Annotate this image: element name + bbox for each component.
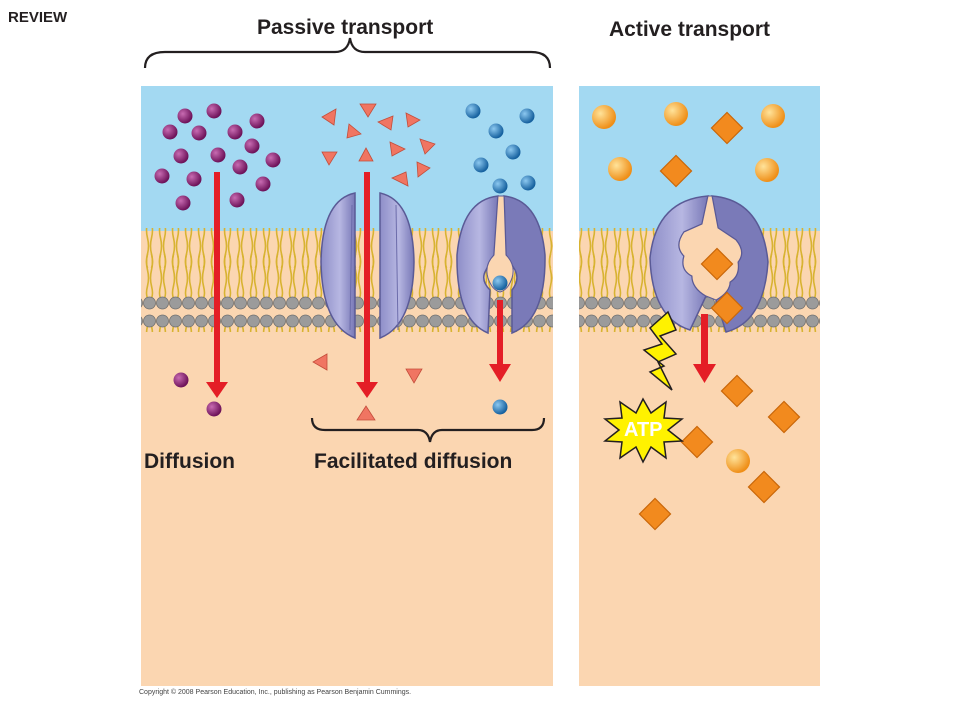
- pump-arrow: [693, 314, 716, 383]
- triangle-solutes: [312, 103, 436, 421]
- active-transport-title: Active transport: [609, 18, 771, 41]
- orange-sphere-solutes: [592, 102, 785, 473]
- facilitated-diffusion-label: Facilitated diffusion: [314, 450, 513, 473]
- facilitated-brace: [310, 417, 546, 443]
- carrier-arrow: [489, 300, 511, 382]
- carrier-protein: [456, 195, 546, 335]
- blue-solutes: [465, 103, 536, 415]
- diffusion-solutes: [154, 103, 281, 417]
- passive-panel: [141, 86, 553, 686]
- diffusion-arrow: [206, 172, 228, 398]
- lightning-icon: [642, 310, 678, 391]
- copyright-notice: Copyright © 2008 Pearson Education, Inc.…: [139, 689, 412, 696]
- atp-energy-burst: [602, 397, 685, 464]
- diffusion-label: Diffusion: [144, 450, 235, 473]
- passive-brace: [143, 37, 552, 69]
- channel-arrow: [356, 172, 378, 398]
- review-label: REVIEW: [8, 9, 68, 26]
- channel-protein: [320, 192, 415, 340]
- atp-label: ATP: [624, 419, 663, 441]
- passive-transport-title: Passive transport: [257, 16, 434, 39]
